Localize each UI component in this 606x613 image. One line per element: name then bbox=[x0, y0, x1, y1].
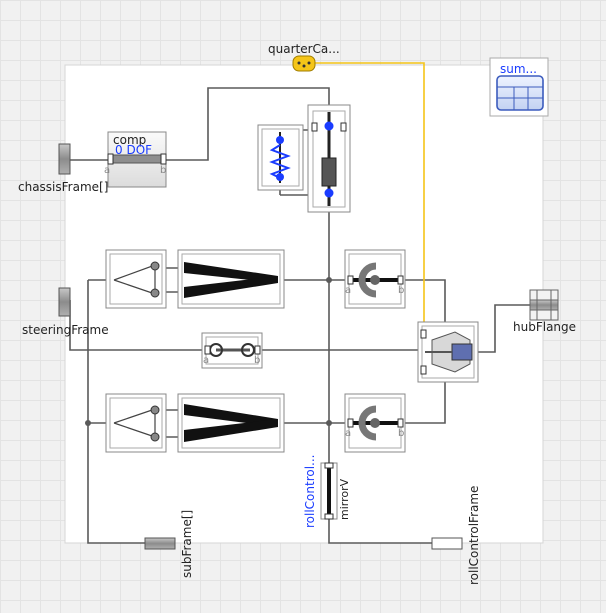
wire-lower-joint bbox=[405, 380, 446, 424]
summary-table-block[interactable] bbox=[489, 57, 549, 117]
tie-rod-port-b-label: b bbox=[254, 355, 261, 366]
upper-ball-joint-block[interactable] bbox=[344, 249, 406, 309]
lower-arm-joint-block[interactable] bbox=[105, 393, 167, 453]
steering-frame-label: steeringFrame bbox=[22, 323, 109, 337]
wire-steering bbox=[69, 300, 202, 351]
chassis-frame-label: chassisFrame[] bbox=[18, 180, 109, 194]
comp-name-label: comp bbox=[113, 133, 147, 147]
wire-hub bbox=[475, 304, 530, 353]
comp-dof-label: 0 DOF bbox=[115, 143, 153, 157]
junction-dots bbox=[85, 277, 332, 426]
damper-block[interactable] bbox=[307, 104, 351, 213]
tie-rod-port-a-label: a bbox=[203, 355, 210, 366]
lower-arm-body-block[interactable] bbox=[177, 393, 285, 453]
wire-subframe bbox=[87, 280, 145, 544]
signal-wire-quartercar bbox=[313, 62, 425, 328]
quarter-car-label: quarterCa... bbox=[268, 42, 340, 56]
upper-joint-port-a-label: a bbox=[345, 285, 352, 296]
quarter-car-bus-connector[interactable] bbox=[292, 55, 316, 72]
upper-arm-joint-block[interactable] bbox=[105, 249, 167, 309]
lower-joint-port-a-label: a bbox=[345, 428, 352, 439]
lower-ball-joint-block[interactable] bbox=[344, 393, 406, 453]
lower-joint-port-b-label: b bbox=[398, 428, 405, 439]
roll-control-label: rollControl... bbox=[303, 454, 317, 529]
wire-roll-control bbox=[328, 517, 432, 544]
hub-flange-label: hubFlange bbox=[513, 320, 577, 334]
mirror-label: mirrorV bbox=[338, 478, 351, 520]
wheel-carrier-block[interactable] bbox=[417, 321, 479, 383]
sub-frame-connector[interactable] bbox=[144, 537, 176, 550]
roll-control-frame-label: rollControlFrame bbox=[467, 485, 481, 585]
sub-frame-label: subFrame[] bbox=[180, 509, 194, 578]
roll-control-frame-connector[interactable] bbox=[431, 537, 463, 550]
tie-rod-joint-block[interactable] bbox=[201, 332, 263, 369]
summary-label: sum... bbox=[500, 62, 537, 76]
comp-block[interactable] bbox=[107, 131, 167, 188]
steering-frame-connector[interactable] bbox=[58, 287, 71, 317]
comp-port-a-label: a bbox=[104, 165, 111, 176]
comp-port-b-label: b bbox=[160, 165, 167, 176]
wire-comp-damper bbox=[166, 87, 330, 161]
chassis-frame-connector[interactable] bbox=[58, 143, 71, 175]
upper-joint-port-b-label: b bbox=[398, 285, 405, 296]
wire-upper-joint bbox=[405, 279, 446, 326]
spring-block[interactable] bbox=[257, 124, 304, 191]
upper-arm-body-block[interactable] bbox=[177, 249, 285, 309]
mirror-block[interactable] bbox=[320, 462, 338, 520]
hub-flange-connector[interactable] bbox=[529, 289, 559, 321]
